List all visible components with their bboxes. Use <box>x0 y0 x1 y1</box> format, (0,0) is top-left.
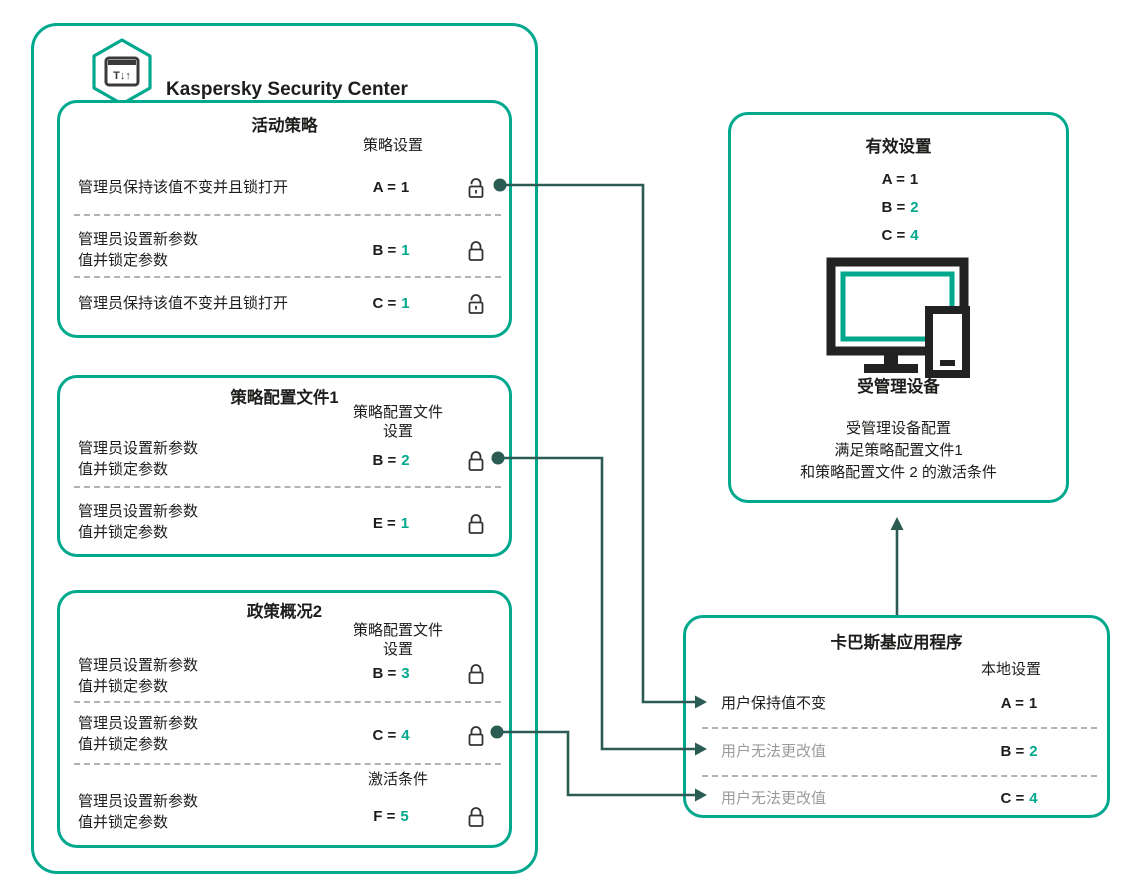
profile1-title: 策略配置文件1 <box>230 389 339 407</box>
ksc-title: Kaspersky Security Center <box>166 79 408 100</box>
policy-row-value: B =3 <box>372 665 410 682</box>
managed-device-description: 受管理设备配置 满足策略配置文件1 和策略配置文件 2 的激活条件 <box>800 420 997 481</box>
activation-conditions-header: 激活条件 <box>367 771 428 788</box>
app-row-value: B =2 <box>1000 743 1038 760</box>
ksc-icon-glyph: T↓↑ <box>113 70 131 82</box>
local-settings-header: 本地设置 <box>980 661 1041 678</box>
app-row-value: A =1 <box>1000 695 1038 712</box>
lock-closed-icon <box>464 724 488 748</box>
profile2-title: 政策概况2 <box>246 603 323 621</box>
policy-row-value: C =4 <box>372 727 410 744</box>
effective-settings-panel: 有效设置 A =1 B =2 C =4 受管理设备 受管理设备配置 满足策略配置… <box>728 112 1069 503</box>
policy-profile2-panel: 政策概况2 策略配置文件 设置 管理员设置新参数 值并锁定参数 B =3 管理员… <box>57 590 512 848</box>
policy-profile1-panel: 策略配置文件1 策略配置文件 设置 管理员设置新参数 值并锁定参数 B =2 管… <box>57 375 512 557</box>
monitor-and-phone-icon <box>826 257 970 378</box>
policy-row-value: C =1 <box>372 295 410 312</box>
profile2-column-header: 策略配置文件 设置 <box>352 622 443 658</box>
lock-closed-icon <box>464 662 488 686</box>
policy-row-label: 管理员设置新参数 值并锁定参数 <box>78 231 199 269</box>
ksc-hexagon-app-icon: T↓↑ <box>92 38 152 106</box>
app-row-label: 用户无法更改值 <box>721 790 827 807</box>
policy-row-value: F =5 <box>373 808 409 825</box>
policy-row-value: B =2 <box>372 452 410 469</box>
row-divider <box>74 486 501 488</box>
policy-row-label: 管理员设置新参数 值并锁定参数 <box>78 715 199 753</box>
effective-value: B =2 <box>881 199 919 216</box>
app-row-label: 用户无法更改值 <box>721 743 827 760</box>
effective-value: C =4 <box>881 227 919 244</box>
lock-closed-icon <box>464 805 488 829</box>
policy-row-label: 管理员设置新参数 值并锁定参数 <box>78 503 199 541</box>
policy-row-label: 管理员保持该值不变并且锁打开 <box>78 179 289 196</box>
active-policy-panel: 活动策略 策略设置 管理员保持该值不变并且锁打开 A =1 管理员设置新参数 值… <box>57 100 512 338</box>
arrowhead-up-icon <box>890 517 904 530</box>
lock-closed-icon <box>464 449 488 473</box>
kaspersky-application-title: 卡巴斯基应用程序 <box>830 634 963 652</box>
policy-row-label: 管理员设置新参数 值并锁定参数 <box>78 793 199 831</box>
lock-open-icon <box>464 176 488 200</box>
policy-row-label: 管理员设置新参数 值并锁定参数 <box>78 440 199 478</box>
profile1-column-header: 策略配置文件 设置 <box>352 404 443 440</box>
app-row-value: C =4 <box>1000 790 1038 807</box>
row-divider <box>702 727 1097 729</box>
lock-closed-icon <box>464 239 488 263</box>
row-divider <box>74 701 501 703</box>
policy-row-label: 管理员设置新参数 值并锁定参数 <box>78 657 199 695</box>
managed-device-label: 受管理设备 <box>857 378 940 396</box>
row-divider <box>74 214 501 216</box>
lock-closed-icon <box>464 512 488 536</box>
row-divider <box>74 763 501 765</box>
lock-open-icon <box>464 292 488 316</box>
policy-row-value: B =1 <box>372 242 410 259</box>
row-divider <box>702 775 1097 777</box>
row-divider <box>74 276 501 278</box>
effective-settings-title: 有效设置 <box>865 138 932 156</box>
policy-row-value: E =1 <box>372 515 410 532</box>
active-policy-column-header: 策略设置 <box>362 137 423 154</box>
active-policy-title: 活动策略 <box>251 117 318 135</box>
app-row-label: 用户保持值不变 <box>721 695 827 712</box>
policy-row-value: A =1 <box>372 179 410 196</box>
policy-row-label: 管理员保持该值不变并且锁打开 <box>78 295 289 312</box>
kaspersky-application-panel: 卡巴斯基应用程序 本地设置 用户保持值不变 A =1 用户无法更改值 B =2 … <box>683 615 1110 818</box>
effective-value: A =1 <box>881 171 919 188</box>
